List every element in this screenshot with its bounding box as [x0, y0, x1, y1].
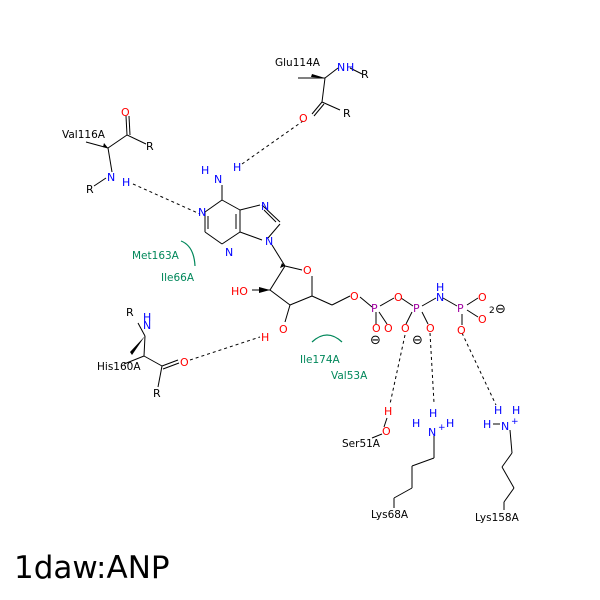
- hydrophobic-label-ile66: Ile66A: [161, 272, 195, 284]
- residue-ser51: H O Ser51A: [342, 405, 392, 450]
- o2b-label: O: [426, 322, 435, 335]
- lys158-h-top-left-label: H: [494, 404, 502, 417]
- hydrophobic-label-ile174: Ile174A: [300, 354, 341, 366]
- residue-label-his160: His160A: [97, 361, 141, 373]
- residue-his160: R N H His160A O R: [97, 306, 189, 400]
- n3-label: N: [225, 246, 233, 259]
- nbg-n-label: N: [436, 291, 444, 304]
- val116-n-label: N: [107, 171, 115, 184]
- phosphate-labels: P O P N H P O O O O O O O 2 ⊖ ⊖ ⊖: [370, 281, 506, 348]
- glu114-r1-label: R: [361, 68, 369, 81]
- lys68-n-label: N: [428, 426, 436, 439]
- pb-label: P: [413, 302, 420, 315]
- residue-label-lys68: Lys68A: [371, 509, 409, 521]
- lys68-h-right-label: H: [446, 417, 454, 430]
- his160-r1-label: R: [126, 306, 134, 319]
- ho2-label: HO: [231, 285, 248, 298]
- o3-label: O: [279, 323, 288, 336]
- val116-h-label: H: [122, 176, 130, 189]
- ring-o-label: O: [303, 264, 312, 277]
- glu114-r2-label: R: [343, 107, 351, 120]
- o2g-label: O: [478, 313, 487, 326]
- hydrophobic-labels: Met163A Ile66A Ile174A Val53A: [132, 250, 368, 382]
- oab-label: O: [394, 291, 403, 304]
- o3g-label: O: [457, 324, 466, 337]
- amine-h2-label: H: [233, 161, 241, 174]
- amine-n-label: N: [214, 173, 222, 186]
- hydrogen-bonds: [132, 120, 497, 406]
- o2a-label: O: [384, 322, 393, 335]
- residue-lys68: H H N + H Lys68A: [371, 407, 454, 521]
- hydrophobic-label-val53: Val53A: [331, 370, 368, 382]
- his160-r2-label: R: [153, 387, 161, 400]
- lys158-plus-label: +: [511, 417, 519, 427]
- residue-lys158: H H H N + Lys158A: [475, 404, 520, 524]
- stereo-wedges: [103, 74, 325, 355]
- o1a-label: O: [372, 322, 381, 335]
- val116-o-label: O: [121, 106, 130, 119]
- n9-label: N: [265, 235, 273, 248]
- ribose-labels: O HO O H O: [231, 264, 359, 344]
- val116-r1-label: R: [146, 140, 154, 153]
- glu114-o-label: O: [299, 112, 308, 125]
- charge-two-label: 2: [489, 306, 495, 316]
- bond-lines: [85, 67, 515, 510]
- page-title: 1daw:ANP: [14, 550, 170, 586]
- nbg-h-label: H: [436, 281, 444, 294]
- hydrophobic-label-met163: Met163A: [132, 250, 180, 262]
- glu114-h-label: H: [346, 61, 354, 74]
- o1b-label: O: [401, 322, 410, 335]
- ser51-o-label: O: [382, 425, 391, 438]
- residue-val116: Val116A O R N H R: [62, 106, 154, 196]
- charge-minus-alpha: ⊖: [370, 333, 381, 348]
- his160-n-label: N: [143, 319, 151, 332]
- lys158-n-label: N: [501, 420, 509, 433]
- residue-label-glu114: Glu114A: [275, 57, 321, 69]
- lys158-h-top-right-label: H: [512, 404, 520, 417]
- n7-label: N: [261, 200, 269, 213]
- lys68-plus-label: +: [438, 423, 446, 433]
- charge-minus-beta: ⊖: [412, 333, 423, 348]
- o3-h-label: H: [261, 331, 269, 344]
- lys68-h-top-label: H: [429, 407, 437, 420]
- lys68-h-left-label: H: [412, 417, 420, 430]
- lys158-h-left-label: H: [483, 418, 491, 431]
- adenine-labels: N H H N N N N: [198, 161, 273, 259]
- n1-label: N: [198, 206, 206, 219]
- residue-label-val116: Val116A: [62, 129, 106, 141]
- glu114-n-label: N: [337, 61, 345, 74]
- o5-label: O: [350, 290, 359, 303]
- residue-label-lys158: Lys158A: [475, 512, 520, 524]
- amine-h-label: H: [201, 164, 209, 177]
- his160-h-label: H: [143, 311, 151, 324]
- ser51-h-label: H: [384, 405, 392, 418]
- charge-minus-gamma: ⊖: [495, 302, 506, 317]
- pg-label: P: [457, 302, 464, 315]
- double-bonds: [207, 209, 277, 229]
- his160-o-label: O: [180, 356, 189, 369]
- hydrophobic-arcs: [180, 240, 343, 343]
- o1g-label: O: [478, 291, 487, 304]
- residue-label-ser51: Ser51A: [342, 438, 381, 450]
- val116-r2-label: R: [86, 183, 94, 196]
- residue-glu114: Glu114A N H R O R: [275, 57, 369, 125]
- pa-label: P: [371, 302, 378, 315]
